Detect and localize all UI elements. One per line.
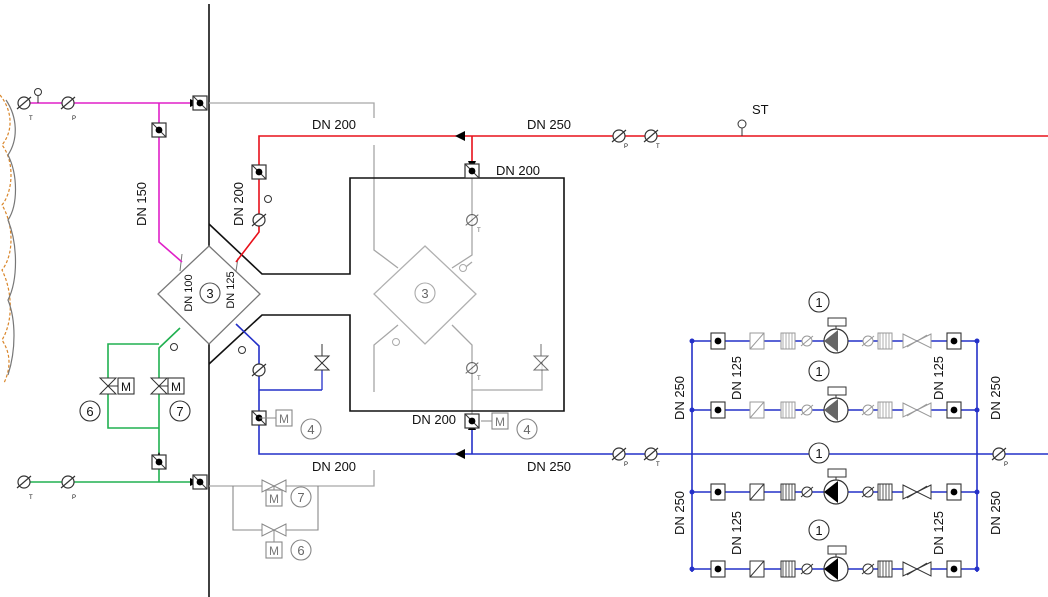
pump-inlet-shutoff[interactable] bbox=[710, 401, 726, 419]
pump-outlet-shutoff[interactable] bbox=[946, 332, 962, 350]
pump-1-number: 1 bbox=[815, 295, 822, 310]
dn250-return-label: DN 250 bbox=[527, 459, 571, 474]
heat-exchanger-1[interactable]: 3 DN 100 DN 125 bbox=[157, 245, 261, 351]
primary-return-line bbox=[20, 327, 198, 483]
dn250-supply-label: DN 250 bbox=[527, 117, 571, 132]
st-label: ST bbox=[752, 102, 769, 117]
return-flow-arrow bbox=[455, 449, 465, 459]
p-letter-1: P bbox=[72, 116, 76, 122]
bypass-valve-4-left[interactable]: M 4 bbox=[259, 409, 322, 440]
secondary-supply-line bbox=[235, 135, 1048, 263]
p-letter-5: P bbox=[1004, 462, 1008, 468]
hx2-connection-frame bbox=[208, 177, 565, 412]
bottom-valve-6-number: 6 bbox=[297, 543, 304, 558]
dn250-right-upper-label: DN 250 bbox=[988, 376, 1003, 420]
bypass-valve-4-right-number: 4 bbox=[523, 422, 530, 437]
dn250-left-upper-label: DN 250 bbox=[672, 376, 687, 420]
t-letter-1: T bbox=[29, 116, 33, 122]
motor-letter-4a: M bbox=[279, 412, 289, 426]
pump-rows: 1 1 1 1 bbox=[689, 291, 980, 582]
pump-4-number: 1 bbox=[815, 523, 822, 538]
bottom-valve-6[interactable]: M 6 bbox=[261, 523, 312, 561]
pump-outlet-shutoff[interactable] bbox=[946, 483, 962, 501]
circulation-pump-3[interactable]: 1 bbox=[808, 442, 849, 505]
pump-row-3: 1 bbox=[689, 442, 980, 505]
pump-row-1: 1 bbox=[689, 291, 980, 354]
dn125-pump-out-upper-label: DN 125 bbox=[931, 356, 946, 400]
dn200-vertical-label: DN 200 bbox=[231, 182, 246, 226]
dn200-hx2-top-label: DN 200 bbox=[496, 163, 540, 178]
motor-letter-4b: M bbox=[495, 415, 505, 429]
pump-inlet-shutoff[interactable] bbox=[710, 560, 726, 578]
pump-row-2: 1 bbox=[689, 360, 980, 423]
dn250-left-lower-label: DN 250 bbox=[672, 491, 687, 535]
pump-row-4: 1 bbox=[689, 519, 980, 582]
hx2-sensors: T T bbox=[465, 214, 550, 382]
t-letter-2: T bbox=[29, 495, 33, 501]
motor-letter-b7: M bbox=[269, 492, 279, 506]
bypass-valve-4-right[interactable]: M 4 bbox=[464, 412, 538, 440]
pump-outlet-shutoff[interactable] bbox=[946, 401, 962, 419]
p-letter-2: P bbox=[72, 495, 76, 501]
primary-valve-7-number: 7 bbox=[176, 404, 183, 419]
primary-return-sensors: T P bbox=[16, 475, 76, 501]
left-edge-artifact bbox=[0, 94, 17, 384]
motor-letter-6: M bbox=[121, 380, 131, 394]
motor-letter-7: M bbox=[171, 380, 181, 394]
dn125-pump-in-lower-label: DN 125 bbox=[729, 511, 744, 555]
dn125-pump-in-upper-label: DN 125 bbox=[729, 356, 744, 400]
hx2-number: 3 bbox=[421, 286, 428, 301]
circulation-pump-4[interactable]: 1 bbox=[808, 519, 849, 582]
pump-outlet-shutoff[interactable] bbox=[946, 560, 962, 578]
t-letter-hx2b: T bbox=[477, 376, 481, 382]
dn200-return-mid-label: DN 200 bbox=[412, 412, 456, 427]
dn250-right-lower-label: DN 250 bbox=[988, 491, 1003, 535]
circulation-pump-1[interactable]: 1 bbox=[808, 291, 849, 354]
primary-supply-sensors: T P bbox=[16, 88, 76, 122]
pump-2-number: 1 bbox=[815, 364, 822, 379]
primary-control-valve-6[interactable]: M 6 bbox=[79, 377, 135, 422]
primary-control-valve-7[interactable]: M 7 bbox=[149, 377, 191, 422]
dn125-hx1-label: DN 125 bbox=[225, 271, 237, 308]
t-letter-hx2a: T bbox=[477, 228, 481, 234]
bottom-valve-7[interactable]: M 7 bbox=[261, 479, 312, 508]
dn125-pump-out-lower-label: DN 125 bbox=[931, 511, 946, 555]
dn200-bottom-label: DN 200 bbox=[312, 459, 356, 474]
p-letter-3: P bbox=[624, 144, 628, 150]
bypass-valve-4-left-number: 4 bbox=[307, 422, 314, 437]
dn150-label: DN 150 bbox=[134, 182, 149, 226]
t-letter-4: T bbox=[656, 462, 660, 468]
hx1-safety-valve bbox=[313, 344, 331, 390]
dn100-label: DN 100 bbox=[183, 274, 195, 311]
bottom-valve-7-number: 7 bbox=[297, 490, 304, 505]
dn200-top-label: DN 200 bbox=[312, 117, 356, 132]
motor-letter-b6: M bbox=[269, 544, 279, 558]
hx1-number: 3 bbox=[206, 286, 213, 301]
circulation-pump-2[interactable]: 1 bbox=[808, 360, 849, 423]
pump-inlet-shutoff[interactable] bbox=[710, 483, 726, 501]
primary-supply-line bbox=[20, 102, 198, 263]
primary-valve-6-number: 6 bbox=[86, 404, 93, 419]
heat-exchanger-2[interactable]: 3 bbox=[373, 245, 477, 346]
pump-inlet-shutoff[interactable] bbox=[710, 332, 726, 350]
supply-flow-arrow bbox=[455, 131, 465, 141]
t-letter-3: T bbox=[656, 144, 660, 150]
p-letter-4: P bbox=[624, 462, 628, 468]
pump-3-number: 1 bbox=[815, 446, 822, 461]
pump-manifold-headers bbox=[691, 341, 978, 572]
